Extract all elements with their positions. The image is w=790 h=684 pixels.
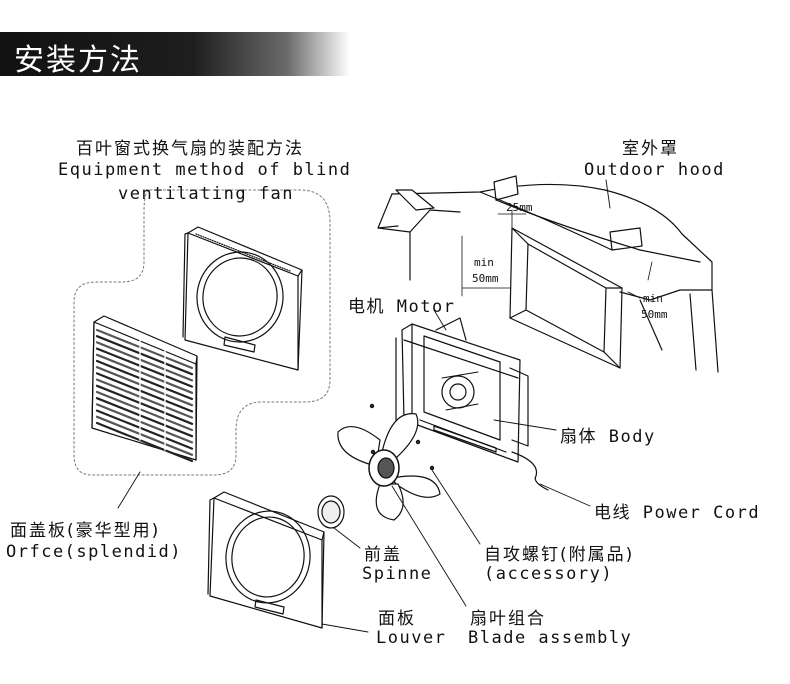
- grille-slat: [95, 347, 194, 388]
- grille-slat: [95, 341, 194, 382]
- dim-top: 25mm: [506, 201, 533, 214]
- screws: [369, 403, 435, 471]
- option-group-outline: [73, 189, 331, 476]
- outdoor-hood: [377, 175, 719, 373]
- label-blade-en: Blade assembly: [468, 628, 633, 648]
- grille-slat: [95, 397, 194, 438]
- page-title: 安装方法: [14, 43, 142, 78]
- grille-panel: [91, 315, 198, 463]
- dim-left-1: min: [474, 256, 494, 269]
- grille-slat: [95, 415, 194, 456]
- grille-divider: [139, 339, 166, 451]
- grille-slat: [95, 378, 194, 419]
- label-blade-zh: 扇叶组合: [470, 609, 546, 629]
- grille-slat: [95, 359, 194, 401]
- spinner-cap: [317, 495, 345, 529]
- grille-slat: [95, 421, 194, 463]
- label-screw-en: (accessory): [484, 564, 614, 584]
- grille-slat: [95, 384, 194, 425]
- grille-slat: [95, 353, 194, 394]
- header-banner: 安装方法: [0, 32, 350, 78]
- label-outdoor-hood-en: Outdoor hood: [584, 160, 725, 180]
- dim-right-1: min: [643, 292, 663, 305]
- label-spinner-en: Spinne: [362, 564, 433, 584]
- grille-slat: [95, 335, 194, 376]
- blade-assembly: [337, 413, 441, 521]
- dim-right-2: 50mm: [641, 308, 668, 321]
- label-orifice-en: Orfce(splendid): [6, 542, 183, 562]
- assembly-title-zh: 百叶窗式换气扇的装配方法: [76, 139, 304, 159]
- label-louver-en: Louver: [376, 628, 447, 648]
- label-screw-zh: 自攻螺钉(附属品): [484, 545, 635, 565]
- label-orifice-zh: 面盖板(豪华型用): [10, 521, 161, 541]
- label-outdoor-hood-zh: 室外罩: [622, 139, 679, 159]
- dim-left-2: 50mm: [472, 272, 499, 285]
- assembly-title-en-1: Equipment method of blind: [58, 160, 352, 180]
- grille-slat: [95, 366, 194, 407]
- grille-slat: [95, 409, 194, 450]
- grille-slat: [95, 403, 194, 444]
- grille-slat: [95, 328, 194, 370]
- label-power-cord: 电线 Power Cord: [594, 503, 761, 523]
- label-motor: 电机 Motor: [348, 297, 456, 317]
- assembly-title-en-2: ventilating fan: [118, 184, 295, 204]
- lower-face-panel: [207, 491, 325, 629]
- label-body: 扇体 Body: [560, 427, 656, 447]
- fan-body: [395, 317, 549, 491]
- label-louver-zh: 面板: [378, 609, 416, 629]
- label-spinner-zh: 前盖: [364, 545, 402, 565]
- upper-face-panel: [182, 226, 303, 371]
- grille-slat: [95, 372, 194, 413]
- leader-lines: [117, 179, 611, 633]
- grille-slat: [95, 390, 194, 432]
